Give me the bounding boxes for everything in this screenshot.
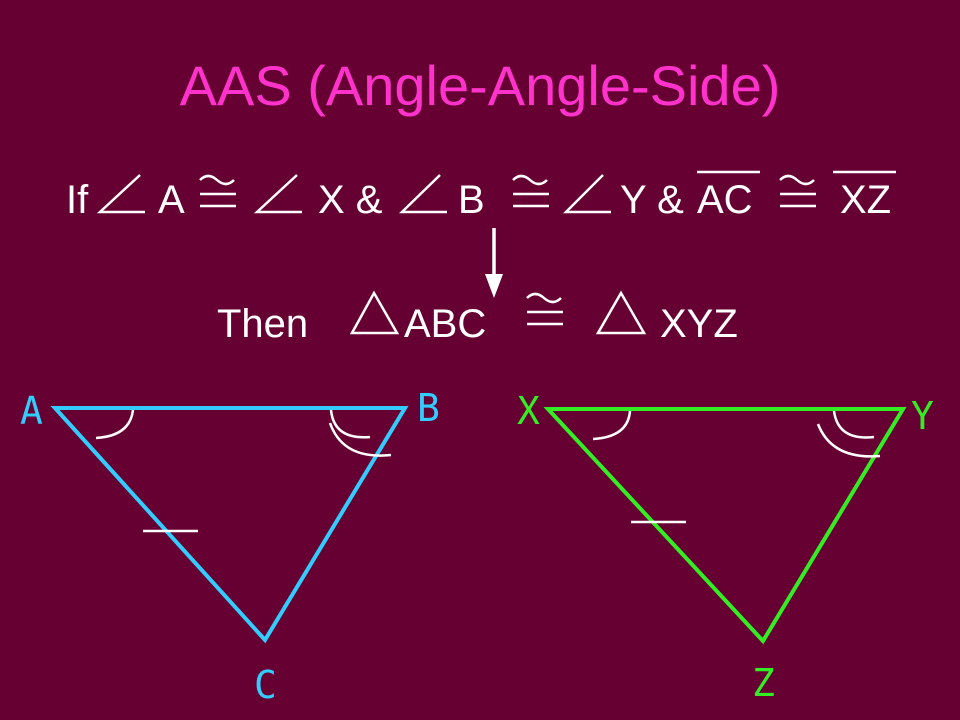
angle-icon: [398, 174, 447, 214]
triangle-abc: [50, 406, 409, 644]
if-word: If: [66, 178, 89, 222]
angle-arc-b-inner: [329, 409, 371, 439]
segment-xz-label: XZ: [840, 178, 892, 222]
vertex-a-label: A: [20, 389, 43, 433]
slide-title: AAS (Angle-Angle-Side): [179, 54, 781, 117]
vertex-c-label: C: [254, 663, 277, 707]
triangle-xyz: [543, 407, 907, 645]
vertex-x-label: X: [517, 389, 540, 433]
angle-y-label: Y &: [620, 178, 684, 222]
angle-arc-b-outer: [328, 422, 392, 457]
angle-a-label: A: [158, 178, 185, 222]
angle-arc-a: [95, 409, 135, 440]
vertex-z-label: Z: [752, 661, 775, 705]
triangle-xyz-label: XYZ: [660, 302, 738, 346]
segment-ac-label: AC: [697, 178, 753, 222]
angle-icon: [253, 174, 302, 214]
angle-icon: [562, 174, 611, 214]
congruent-icon: [199, 174, 236, 208]
triangle-abc-label: ABC: [404, 302, 487, 346]
angle-b-label: B: [458, 178, 485, 222]
angle-x-label: X &: [318, 178, 383, 222]
then-word: Then: [217, 302, 309, 346]
angle-arc-y-inner: [832, 410, 875, 439]
angle-arc-y-outer: [816, 423, 881, 458]
down-arrow-icon: [485, 228, 503, 298]
angle-icon: [96, 174, 145, 214]
vertex-b-label: B: [417, 386, 440, 430]
congruent-icon: [526, 292, 563, 326]
triangle-icon: [595, 290, 647, 335]
vertex-y-label: Y: [911, 394, 934, 438]
congruent-icon: [512, 174, 549, 208]
congruent-icon: [779, 174, 816, 208]
triangle-icon: [349, 290, 400, 335]
angle-arc-x: [592, 410, 632, 441]
